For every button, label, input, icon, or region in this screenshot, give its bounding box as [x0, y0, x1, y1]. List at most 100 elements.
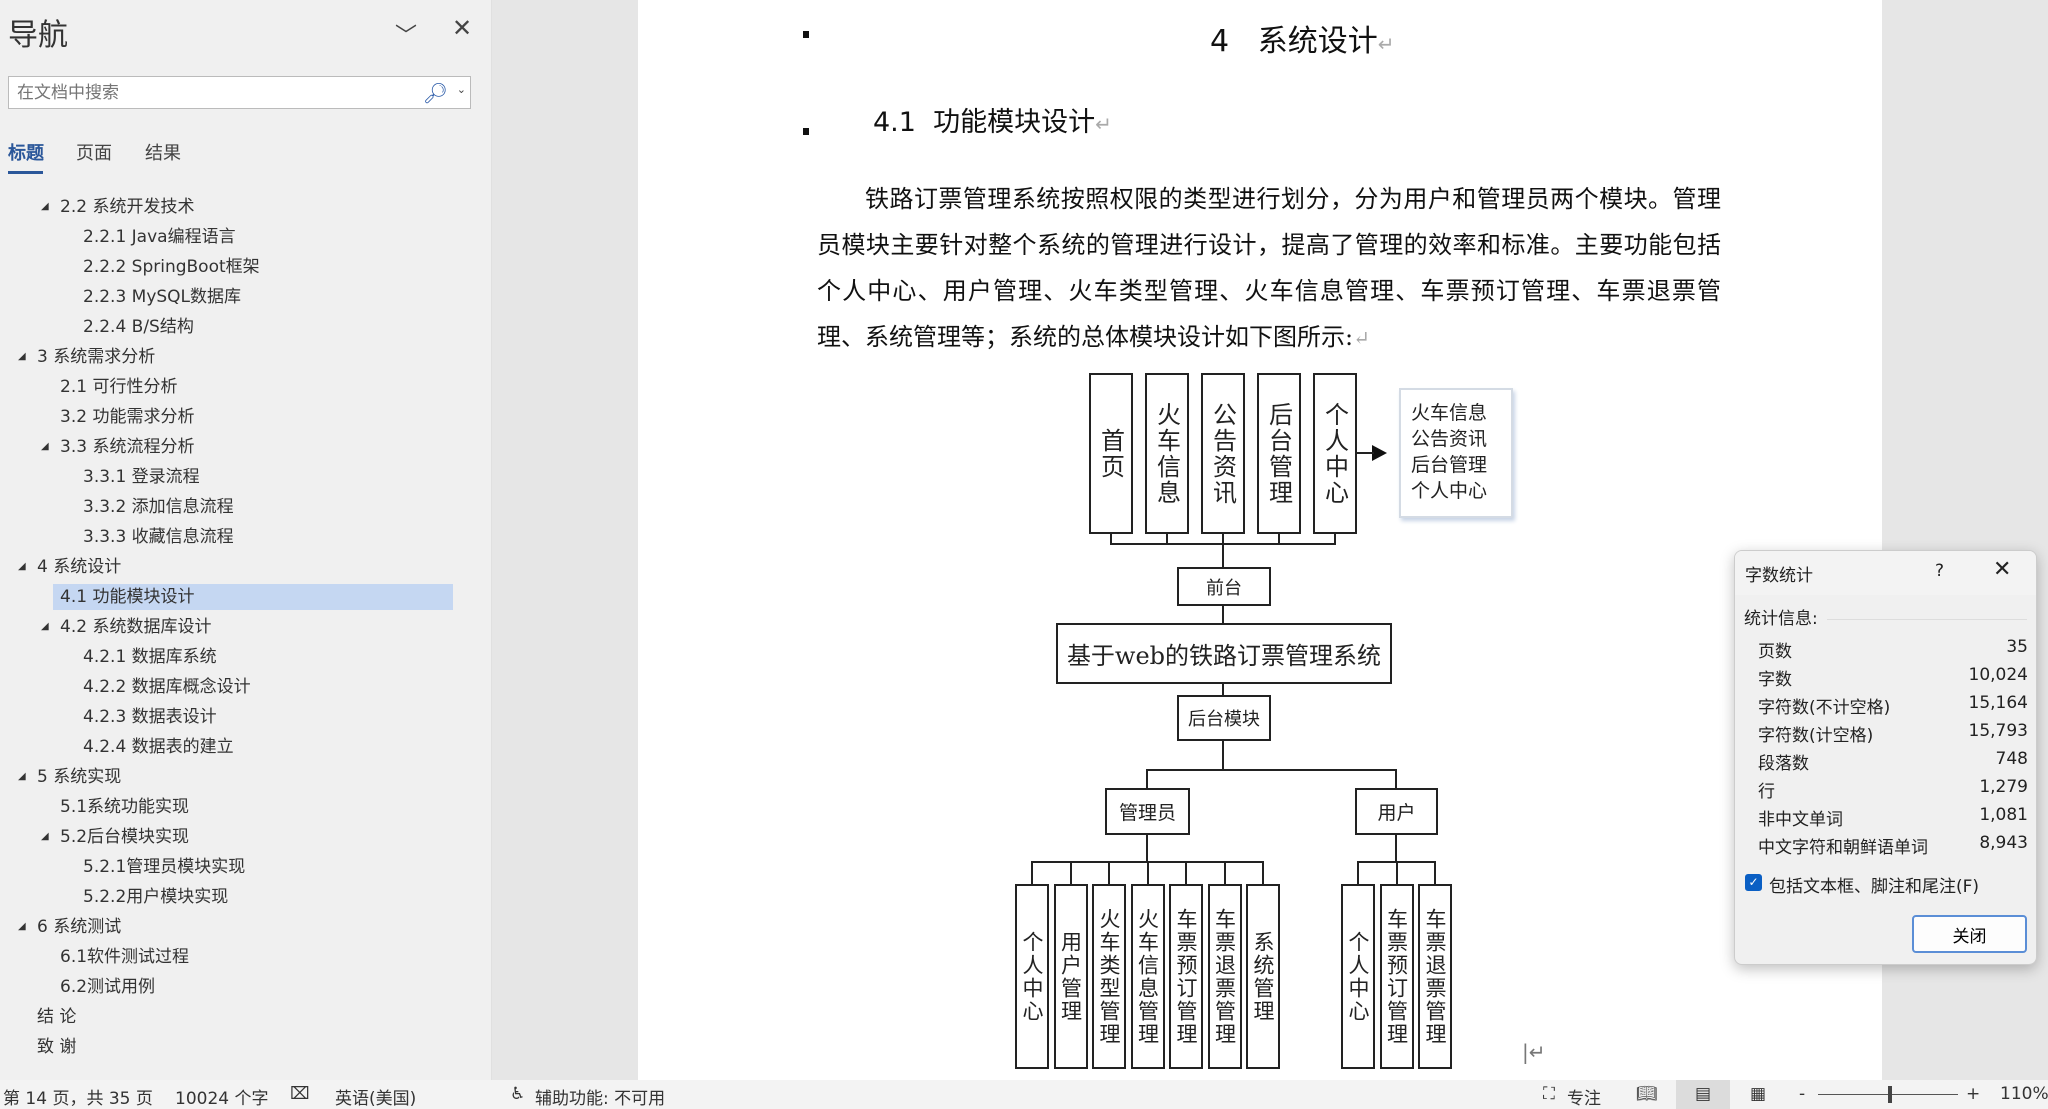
nav-heading-item[interactable]: 2.2.4 B/S结构	[0, 312, 470, 342]
chevron-down-icon[interactable]: ﹀	[395, 24, 418, 49]
expand-arrow-icon[interactable]: ◢	[41, 201, 49, 212]
nav-heading-item[interactable]: 5.2.1管理员模块实现	[0, 852, 470, 882]
root-system-box: 基于web的铁路订票管理系统	[1056, 623, 1392, 684]
stat-value: 8,943	[1979, 833, 2028, 853]
connector-line	[1222, 740, 1224, 770]
nav-heading-item[interactable]: 3.3.1 登录流程	[0, 462, 470, 492]
nav-heading-item[interactable]: ◢6 系统测试	[0, 912, 470, 942]
include-textboxes-checkbox[interactable]: ✓	[1745, 874, 1762, 891]
nav-heading-item[interactable]: ◢3 系统需求分析	[0, 342, 470, 372]
expand-arrow-icon[interactable]: ◢	[18, 561, 26, 572]
admin-module-box: 车票预订管理	[1169, 884, 1203, 1069]
connector-line	[1395, 769, 1397, 789]
nav-heading-label: 2.2 系统开发技术	[60, 197, 195, 217]
paragraph-mark-icon: ↵	[1377, 32, 1395, 56]
nav-heading-item[interactable]: 2.2.2 SpringBoot框架	[0, 252, 470, 282]
focus-button[interactable]: 专注	[1567, 1089, 1601, 1109]
admin-module-box: 系统管理	[1246, 884, 1280, 1069]
user-box: 用户	[1355, 788, 1438, 835]
print-layout-icon[interactable]: ▤	[1695, 1084, 1712, 1104]
close-button[interactable]: 关闭	[1912, 915, 2027, 953]
tab-results[interactable]: 结果	[145, 143, 181, 164]
tab-headings[interactable]: 标题	[8, 143, 44, 164]
nav-heading-item[interactable]: 4.2.4 数据表的建立	[0, 732, 470, 762]
expand-arrow-icon[interactable]: ◢	[41, 831, 49, 842]
nav-heading-item[interactable]: 3.3.2 添加信息流程	[0, 492, 470, 522]
proofing-icon[interactable]: ⌧	[290, 1084, 310, 1104]
search-icon[interactable]: 🔎︎	[422, 81, 448, 105]
zoom-level[interactable]: 110%	[2000, 1084, 2048, 1104]
connector-line	[1110, 533, 1112, 545]
nav-heading-item[interactable]: 4.1 功能模块设计	[0, 582, 470, 612]
active-tab-indicator	[8, 171, 43, 174]
expand-arrow-icon[interactable]: ◢	[41, 441, 49, 452]
arrow-head	[1372, 445, 1387, 461]
zoom-slider-thumb[interactable]	[1888, 1086, 1892, 1103]
nav-heading-item[interactable]: 3.3.3 收藏信息流程	[0, 522, 470, 552]
web-layout-icon[interactable]: ▦	[1750, 1084, 1767, 1104]
expand-arrow-icon[interactable]: ◢	[41, 621, 49, 632]
nav-heading-item[interactable]: 2.2.1 Java编程语言	[0, 222, 470, 252]
expand-arrow-icon[interactable]: ◢	[18, 921, 26, 932]
nav-heading-item[interactable]: 4.2.3 数据表设计	[0, 702, 470, 732]
nav-heading-item[interactable]: 4.2.1 数据库系统	[0, 642, 470, 672]
page-indicator[interactable]: 第 14 页，共 35 页	[3, 1089, 153, 1109]
nav-heading-item[interactable]: 6.2测试用例	[0, 972, 470, 1002]
nav-heading-label: 3.2 功能需求分析	[60, 407, 195, 427]
nav-heading-item[interactable]: 4.2.2 数据库概念设计	[0, 672, 470, 702]
accessibility-status[interactable]: 辅助功能: 不可用	[535, 1089, 666, 1109]
close-icon[interactable]: ✕	[1993, 557, 2012, 582]
nav-heading-label: 4.2.2 数据库概念设计	[83, 677, 251, 697]
connector-line	[1146, 834, 1148, 862]
nav-heading-item[interactable]: ◢ 4 系统设计	[0, 552, 470, 582]
connector-line	[1434, 861, 1436, 885]
help-button[interactable]: ?	[1935, 561, 1945, 581]
nav-heading-item[interactable]: ◢ 5 系统实现	[0, 762, 470, 792]
connector-line	[1146, 861, 1149, 885]
connector-line	[1185, 861, 1187, 885]
search-input[interactable]	[9, 77, 409, 108]
nav-heading-label: 2.2.2 SpringBoot框架	[83, 257, 260, 277]
active-view-highlight	[1676, 1080, 1730, 1109]
connector-line	[1334, 533, 1336, 545]
nav-heading-item[interactable]: ◢3.3 系统流程分析	[0, 432, 470, 462]
nav-heading-item[interactable]: 结 论	[0, 1002, 470, 1032]
paragraph-mark-icon: ↵	[1353, 326, 1370, 350]
connector-line	[1166, 533, 1168, 545]
expand-arrow-icon[interactable]: ◢	[18, 351, 26, 362]
stat-label: 字符数(计空格)	[1758, 726, 1874, 746]
nav-heading-item[interactable]: ◢4.2 系统数据库设计	[0, 612, 470, 642]
connector-line	[1222, 683, 1224, 696]
stat-label: 行	[1758, 782, 1775, 802]
nav-heading-label: 5 系统实现	[37, 767, 122, 787]
close-icon[interactable]: ✕	[452, 14, 473, 42]
nav-heading-item[interactable]: 2.1 可行性分析	[0, 372, 470, 402]
nav-heading-item[interactable]: 5.1系统功能实现	[0, 792, 470, 822]
word-count[interactable]: 10024 个字	[175, 1089, 269, 1109]
zoom-in-button[interactable]: +	[1966, 1084, 1981, 1104]
nav-heading-item[interactable]: 3.2 功能需求分析	[0, 402, 470, 432]
zoom-out-button[interactable]: -	[1799, 1084, 1806, 1104]
nav-heading-label: 5.2.1管理员模块实现	[83, 857, 246, 877]
text-cursor: |↵	[1522, 1040, 1546, 1064]
front-module-box: 首页	[1089, 373, 1133, 534]
paragraph-mark-icon: ↵	[1095, 112, 1112, 136]
include-textboxes-label[interactable]: 包括文本框、脚注和尾注(F)	[1769, 877, 1980, 897]
focus-icon[interactable]: ⛶	[1543, 1084, 1555, 1104]
accessibility-icon[interactable]: ♿	[510, 1084, 526, 1104]
language[interactable]: 英语(美国)	[335, 1089, 417, 1109]
nav-heading-item[interactable]: 2.2.3 MySQL数据库	[0, 282, 470, 312]
expand-arrow-icon[interactable]: ◢	[18, 771, 26, 782]
nav-heading-item[interactable]: 6.1软件测试过程	[0, 942, 470, 972]
search-options-chevron-icon[interactable]: ⌄	[456, 83, 466, 96]
nav-heading-item[interactable]: 5.2.2用户模块实现	[0, 882, 470, 912]
nav-heading-item[interactable]: 致 谢	[0, 1032, 470, 1062]
nav-heading-item[interactable]: ◢5.2后台模块实现	[0, 822, 470, 852]
read-mode-icon[interactable]: 📖︎	[1636, 1084, 1658, 1104]
nav-heading-label: 4 系统设计	[37, 557, 122, 577]
tab-pages[interactable]: 页面	[76, 143, 112, 164]
dialog-titlebar[interactable]	[1735, 551, 2036, 595]
nav-heading-item[interactable]: ◢ 2.2 系统开发技术	[0, 192, 470, 222]
connector-line	[1069, 861, 1072, 885]
